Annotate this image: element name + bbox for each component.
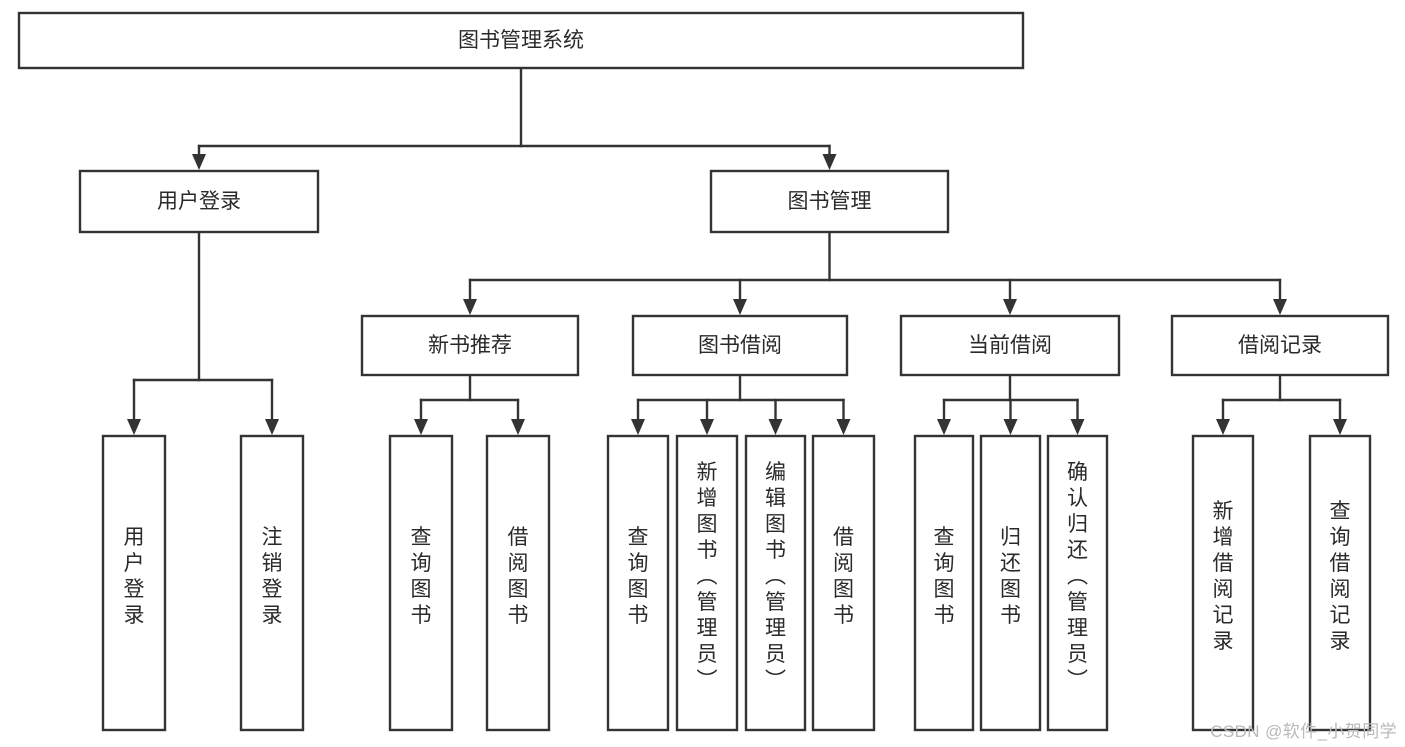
node-box xyxy=(631,314,849,377)
node-label: 归还图书 xyxy=(1000,526,1021,627)
connector-arrowhead xyxy=(1216,419,1230,435)
node-layer: 图书管理系统用户登录图书管理新书推荐图书借阅当前借阅借阅记录用户登录注销登录查询… xyxy=(17,11,1390,732)
connector-arrowhead xyxy=(1333,419,1347,435)
node-box xyxy=(1170,314,1390,377)
node-label: 查询图书 xyxy=(628,526,649,627)
diagram-node-l-edit-book[interactable]: 编辑图书︵管理员︶ xyxy=(744,434,807,732)
node-label: 确认归还︵管理员︶ xyxy=(1067,461,1088,692)
connector-arrowhead xyxy=(127,419,141,435)
node-box xyxy=(1046,434,1109,732)
connector-arrowhead xyxy=(1003,419,1018,435)
node-box xyxy=(744,434,807,732)
connector-arrowhead xyxy=(822,154,837,170)
node-label: 查询借阅记录 xyxy=(1330,500,1351,653)
connector-arrowhead xyxy=(511,419,525,435)
node-box xyxy=(913,434,975,732)
connector-arrowhead xyxy=(414,419,428,435)
diagram-node-n-current[interactable]: 当前借阅 xyxy=(899,314,1121,377)
node-label: 图书借阅 xyxy=(698,334,782,357)
node-label: 图书管理 xyxy=(788,190,872,213)
diagram-node-l-query-book-b[interactable]: 查询图书 xyxy=(606,434,670,732)
diagram-node-l-add-book[interactable]: 新增图书︵管理员︶ xyxy=(675,434,739,732)
node-box xyxy=(101,434,167,732)
diagram-node-n-new-rec[interactable]: 新书推荐 xyxy=(360,314,580,377)
diagram-node-l-logout[interactable]: 注销登录 xyxy=(239,434,305,732)
connector-arrowhead xyxy=(463,299,477,315)
connector-arrowhead xyxy=(700,419,714,435)
node-label: 当前借阅 xyxy=(968,334,1052,357)
node-box xyxy=(606,434,670,732)
node-label: 新书推荐 xyxy=(428,334,512,357)
node-box xyxy=(239,434,305,732)
connector-arrowhead xyxy=(1273,299,1287,315)
connector-arrowhead xyxy=(1070,419,1085,435)
diagram-node-l-confirm-return[interactable]: 确认归还︵管理员︶ xyxy=(1046,434,1109,732)
diagram-node-l-query-book-a[interactable]: 查询图书 xyxy=(388,434,454,732)
node-box xyxy=(78,169,320,234)
connector-arrowhead xyxy=(631,419,645,435)
diagram-node-n-borrow[interactable]: 图书借阅 xyxy=(631,314,849,377)
diagram-node-n-user-login[interactable]: 用户登录 xyxy=(78,169,320,234)
node-box xyxy=(709,169,950,234)
node-box xyxy=(811,434,876,732)
node-label: 新增图书︵管理员︶ xyxy=(697,461,718,692)
node-label: 查询图书 xyxy=(934,526,955,627)
diagram-node-root[interactable]: 图书管理系统 xyxy=(17,11,1025,70)
connector-arrowhead xyxy=(937,419,951,435)
diagram-node-n-book-mgmt[interactable]: 图书管理 xyxy=(709,169,950,234)
connector-arrowhead xyxy=(192,154,206,170)
node-box xyxy=(1308,434,1372,732)
node-box xyxy=(388,434,454,732)
node-label: 查询图书 xyxy=(411,526,432,627)
edge-layer xyxy=(127,66,1347,435)
node-label: 新增借阅记录 xyxy=(1213,500,1234,653)
node-label: 借阅记录 xyxy=(1238,334,1322,357)
node-box xyxy=(360,314,580,377)
connector-arrowhead xyxy=(768,419,783,435)
node-label: 借阅图书 xyxy=(833,526,854,627)
diagram-node-l-query-record[interactable]: 查询借阅记录 xyxy=(1308,434,1372,732)
node-label: 图书管理系统 xyxy=(458,29,584,52)
diagram-node-l-add-record[interactable]: 新增借阅记录 xyxy=(1191,434,1255,732)
connector-arrowhead xyxy=(733,299,747,315)
diagram-node-l-borrow-book-a[interactable]: 借阅图书 xyxy=(485,434,551,732)
node-label: 借阅图书 xyxy=(508,526,529,627)
diagram-node-n-record[interactable]: 借阅记录 xyxy=(1170,314,1390,377)
node-box xyxy=(899,314,1121,377)
diagram-node-l-query-book-c[interactable]: 查询图书 xyxy=(913,434,975,732)
node-label: 注销登录 xyxy=(262,526,283,627)
diagram-node-l-return-book[interactable]: 归还图书 xyxy=(979,434,1042,732)
node-box xyxy=(675,434,739,732)
node-label: 编辑图书︵管理员︶ xyxy=(765,461,786,692)
diagram-node-l-user-login[interactable]: 用户登录 xyxy=(101,434,167,732)
connector-arrowhead xyxy=(836,419,851,435)
node-label: 用户登录 xyxy=(124,526,145,627)
node-label: 用户登录 xyxy=(157,190,241,213)
connector-arrowhead xyxy=(265,419,279,435)
node-box xyxy=(979,434,1042,732)
node-box xyxy=(17,11,1025,70)
node-box xyxy=(485,434,551,732)
diagram-node-l-borrow-book-b[interactable]: 借阅图书 xyxy=(811,434,876,732)
connector-arrowhead xyxy=(1003,299,1017,315)
node-box xyxy=(1191,434,1255,732)
